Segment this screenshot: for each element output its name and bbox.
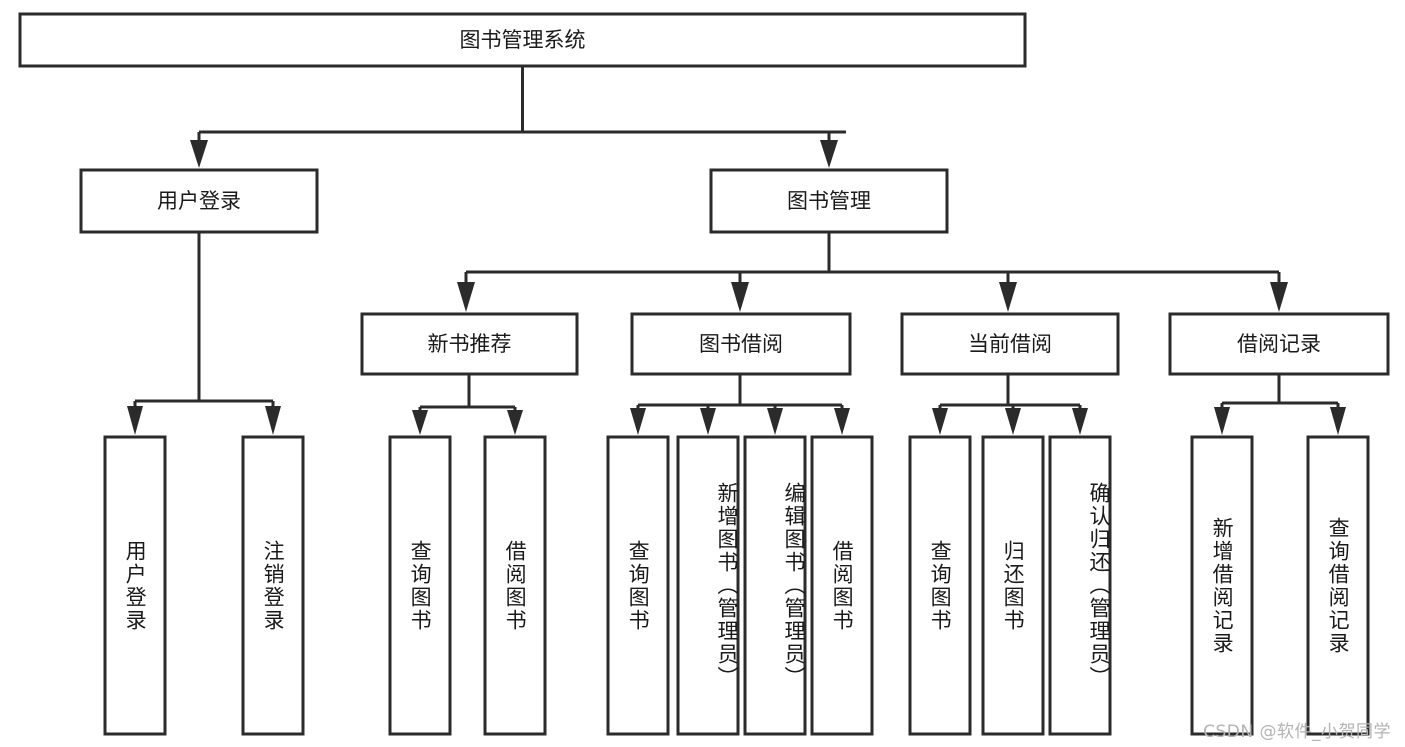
arrow-head-leaf-add-record	[1214, 407, 1230, 435]
node-book-manage-box[interactable]	[709, 168, 949, 234]
arrow-head-leaf-borrow-book-nbr	[507, 410, 523, 435]
arrow-head-leaf-query-record	[1330, 407, 1346, 435]
node-current-borrow-box[interactable]	[900, 312, 1120, 376]
node-user-login-label: 用户登录	[157, 189, 241, 213]
node-book-manage-label: 图书管理	[787, 189, 871, 213]
arrow-head-leaf-query-book-bb	[630, 408, 646, 435]
node-current-borrow[interactable]: 当前借阅	[900, 312, 1120, 376]
node-borrow-record-label: 借阅记录	[1237, 332, 1321, 356]
node-book-borrow-label: 图书借阅	[699, 332, 783, 356]
leaf-box-add-book[interactable]	[676, 435, 740, 736]
leaf-box-borrow-book-nbr[interactable]	[483, 435, 547, 736]
node-new-book-recommend-label: 新书推荐	[428, 332, 512, 356]
arrow-head-leaf-query-book-cb	[932, 408, 948, 435]
arrow-head-leaf-query-book-nbr	[412, 410, 428, 435]
connector-group-current-borrow	[932, 374, 1088, 435]
arrow-head-leaf-user-login	[127, 406, 143, 435]
leaf-box-query-book-bb[interactable]	[606, 435, 670, 736]
node-current-borrow-label: 当前借阅	[968, 332, 1052, 356]
arrow-head-leaf-add-book	[700, 408, 716, 435]
node-root-box[interactable]	[18, 12, 1027, 68]
leaf-box-return-book[interactable]	[981, 435, 1045, 736]
node-book-borrow-box[interactable]	[630, 312, 852, 376]
leaf-box-user-login[interactable]	[103, 435, 167, 736]
csdn-watermark: CSDN @软件_小贺同学	[1203, 722, 1391, 742]
connector-group-book-borrow	[630, 374, 850, 435]
node-root[interactable]: 图书管理系统	[18, 12, 1027, 68]
arrow-head-new-book-recommend	[457, 282, 475, 312]
connector-group-book-manage	[457, 232, 1288, 312]
arrow-head-leaf-borrow-book-bb	[834, 408, 850, 435]
connector-group-root	[190, 66, 846, 168]
connector-group-user-login	[127, 232, 281, 435]
leaf-box-query-book-cb[interactable]	[908, 435, 972, 736]
node-book-borrow[interactable]: 图书借阅	[630, 312, 852, 376]
node-user-login-box[interactable]	[79, 168, 319, 234]
node-root-label: 图书管理系统	[460, 28, 586, 52]
arrow-head-book-manage	[820, 140, 838, 168]
arrow-head-leaf-confirm-return	[1072, 408, 1088, 435]
node-user-login[interactable]: 用户登录	[79, 168, 319, 234]
leaf-box-add-record[interactable]	[1190, 435, 1254, 736]
leaf-box-borrow-book-bb[interactable]	[810, 435, 874, 736]
leaf-box-group	[103, 435, 1370, 736]
arrow-head-user-login	[190, 140, 208, 168]
arrow-head-leaf-edit-book	[767, 408, 783, 435]
node-borrow-record-box[interactable]	[1168, 312, 1390, 376]
arrow-head-leaf-logout	[265, 406, 281, 435]
leaf-box-query-book-nbr[interactable]	[388, 435, 452, 736]
node-borrow-record[interactable]: 借阅记录	[1168, 312, 1390, 376]
node-new-book-recommend-box[interactable]	[360, 312, 579, 376]
node-book-manage[interactable]: 图书管理	[709, 168, 949, 234]
arrow-head-book-borrow	[731, 282, 749, 312]
arrow-head-current-borrow	[999, 282, 1017, 312]
arrow-head-borrow-record	[1270, 282, 1288, 312]
leaf-box-query-record[interactable]	[1306, 435, 1370, 736]
connector-group-new-book-recommend	[412, 374, 523, 435]
connector-group-borrow-record	[1214, 374, 1346, 435]
leaf-box-logout[interactable]	[241, 435, 305, 736]
arrow-head-leaf-return-book	[1005, 408, 1021, 435]
leaf-box-confirm-return[interactable]	[1048, 435, 1112, 736]
node-new-book-recommend[interactable]: 新书推荐	[360, 312, 579, 376]
leaf-box-edit-book[interactable]	[743, 435, 807, 736]
